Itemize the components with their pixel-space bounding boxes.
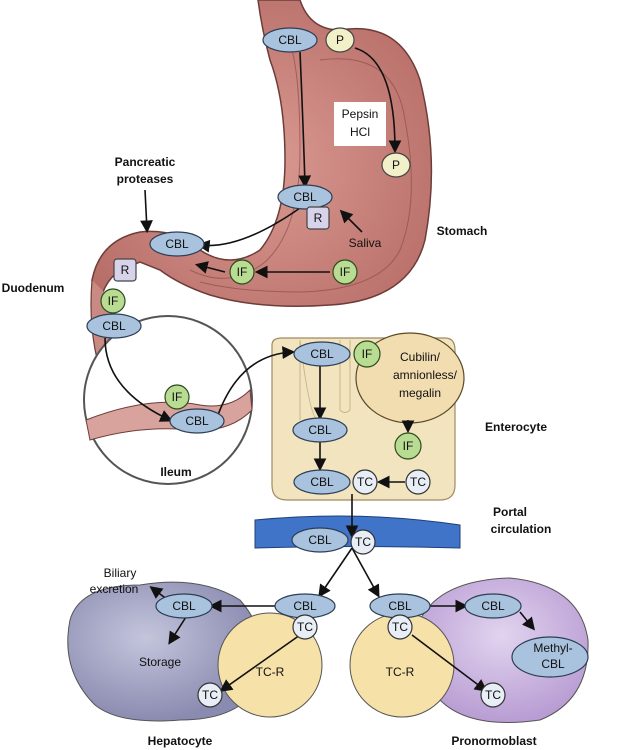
pancreatic-label-2: proteases — [117, 172, 174, 186]
if-enterocyte-free: IF — [394, 432, 422, 460]
pronormoblast-label: Pronormoblast — [451, 734, 536, 748]
cbl-ileum: CBL — [169, 408, 225, 434]
tc-portal: TC — [350, 529, 376, 555]
svg-text:Methyl-: Methyl- — [533, 641, 572, 655]
svg-text:CBL: CBL — [310, 475, 334, 489]
if-duodenum: IF — [100, 288, 126, 314]
cbl-duodenum: CBL — [149, 231, 205, 257]
cubilin-label-2: amnionless/ — [393, 368, 458, 382]
tc-pronormoblast-receptor: TC — [387, 614, 413, 640]
svg-text:CBL: CBL — [102, 319, 126, 333]
svg-text:P: P — [392, 158, 400, 172]
portal-label-1: Portal — [493, 505, 527, 519]
if-stomach-2: IF — [332, 259, 358, 285]
svg-text:TC: TC — [357, 475, 373, 489]
cbl-hepatocyte-inner: CBL — [155, 593, 213, 619]
svg-text:TC: TC — [410, 475, 426, 489]
svg-text:CBL: CBL — [310, 347, 334, 361]
cbl-enterocyte-top: CBL — [293, 341, 351, 367]
svg-text:TC: TC — [297, 620, 313, 634]
svg-text:TC: TC — [202, 688, 218, 702]
cbl-hepatocyte-surface: CBL — [274, 593, 336, 619]
enterocyte-label: Enterocyte — [485, 420, 547, 434]
svg-text:CBL: CBL — [293, 599, 317, 613]
tc-pronormoblast-free: TC — [480, 682, 506, 708]
if-stomach-1: IF — [229, 259, 255, 285]
svg-text:TC: TC — [392, 620, 408, 634]
if-enterocyte-top: IF — [353, 340, 381, 368]
svg-text:R: R — [314, 211, 323, 225]
svg-text:CBL: CBL — [308, 533, 332, 547]
svg-text:CBL: CBL — [481, 599, 505, 613]
biliary-label-1: Biliary — [104, 566, 137, 580]
svg-text:IF: IF — [362, 347, 373, 361]
cbl-enterocyte-mid: CBL — [292, 417, 348, 443]
r-stomach: R — [306, 206, 330, 230]
cbl-duodenum-if: CBL — [86, 313, 142, 339]
pancreatic-label-1: Pancreatic — [115, 155, 176, 169]
svg-text:CBL: CBL — [278, 33, 302, 47]
stomach-label: Stomach — [437, 224, 488, 238]
svg-text:P: P — [336, 33, 344, 47]
portal-label-2: circulation — [491, 522, 552, 536]
r-duodenum: R — [113, 258, 137, 282]
svg-text:IF: IF — [237, 265, 248, 279]
cbl-stomach-top: CBL — [262, 27, 318, 53]
svg-text:CBL: CBL — [165, 237, 189, 251]
cbl-stomach-mid: CBL — [277, 184, 333, 210]
p-bound: P — [325, 27, 355, 53]
svg-text:R: R — [121, 263, 130, 277]
svg-text:CBL: CBL — [185, 414, 209, 428]
tcr-label-pronormoblast: TC-R — [386, 665, 415, 679]
ileum-label: Ileum — [160, 465, 191, 479]
if-ileum: IF — [164, 384, 190, 410]
svg-text:TC: TC — [355, 535, 371, 549]
svg-text:IF: IF — [403, 439, 414, 453]
cubilin-label-3: megalin — [399, 386, 441, 400]
svg-text:CBL: CBL — [388, 599, 412, 613]
biliary-label-2: excretion — [90, 582, 139, 596]
tc-enterocyte-bound: TC — [352, 469, 378, 495]
svg-text:CBL: CBL — [172, 599, 196, 613]
saliva-label: Saliva — [349, 236, 382, 250]
tc-enterocyte-free: TC — [405, 469, 431, 495]
tc-receptor-hepatocyte — [217, 612, 323, 718]
svg-text:HCl: HCl — [350, 125, 370, 139]
cbl-pronormoblast-surface: CBL — [369, 593, 431, 619]
duodenum-label: Duodenum — [2, 281, 65, 295]
cbl-enterocyte-bottom: CBL — [293, 469, 351, 495]
svg-text:CBL: CBL — [293, 190, 317, 204]
storage-label: Storage — [139, 655, 181, 669]
svg-text:TC: TC — [485, 688, 501, 702]
tcr-label-hepatocyte: TC-R — [256, 665, 285, 679]
cbl-pronormoblast-inner: CBL — [464, 593, 522, 619]
tc-hepatocyte-free: TC — [197, 682, 223, 708]
svg-text:CBL: CBL — [541, 657, 565, 671]
tc-hepatocyte-receptor: TC — [292, 614, 318, 640]
cubilin-label-1: Cubilin/ — [400, 350, 441, 364]
hepatocyte-label: Hepatocyte — [148, 734, 213, 748]
svg-text:IF: IF — [340, 265, 351, 279]
svg-text:CBL: CBL — [308, 423, 332, 437]
cbl-portal: CBL — [291, 527, 349, 553]
arrows — [104, 47, 536, 692]
svg-text:IF: IF — [108, 294, 119, 308]
p-free: P — [381, 152, 411, 178]
methyl-cbl: Methyl- CBL — [511, 636, 589, 678]
svg-text:IF: IF — [172, 390, 183, 404]
svg-text:Pepsin: Pepsin — [342, 107, 379, 121]
